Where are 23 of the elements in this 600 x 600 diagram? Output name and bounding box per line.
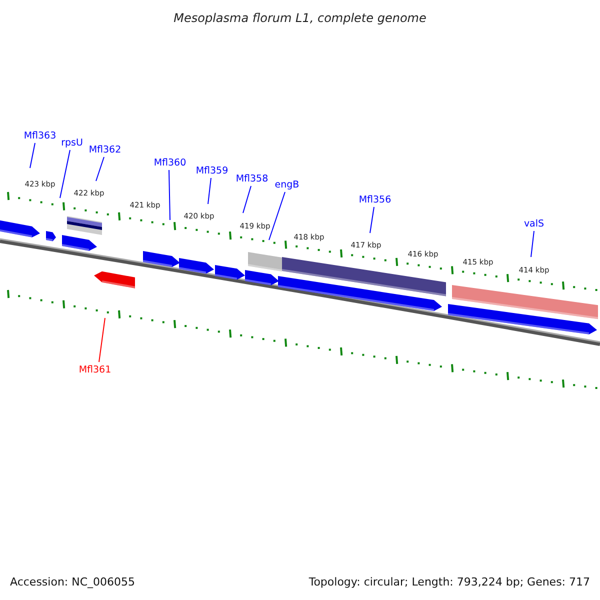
gene-label: Mfl363 [24, 130, 56, 142]
leader-line [530, 230, 534, 258]
gene-label: valS [524, 218, 544, 230]
leader-line [370, 206, 374, 234]
gene-label: rpsU [61, 138, 83, 148]
footer-text: Topology: circular; Length: 793,224 bp; Genes: 717 [308, 576, 590, 588]
gene-label: Mfl362 [88, 144, 122, 156]
diagram-title: Mesoplasma florum L1, complete genome [174, 11, 426, 25]
leader-line [60, 150, 70, 198]
gene-label: Mfl361 [78, 364, 112, 376]
leader-line [168, 170, 170, 220]
footer-text: Accession: NC_006055 [10, 576, 136, 588]
leader-line [242, 186, 252, 214]
leader-line [268, 192, 286, 240]
gene-label: Mfl359 [196, 166, 228, 176]
gene-label: Mfl358 [236, 174, 268, 184]
gene-label: Mfl356 [358, 194, 392, 206]
leader-line [98, 318, 106, 362]
leader-line [96, 156, 104, 182]
gene-label: Mfl360 [154, 158, 186, 168]
leader-line [208, 178, 212, 204]
leader-line [30, 142, 36, 168]
gene-label: engB [274, 180, 300, 190]
